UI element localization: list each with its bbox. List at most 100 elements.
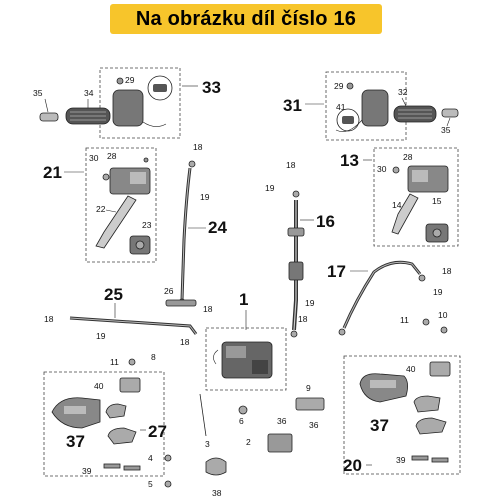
group-box-33 xyxy=(99,67,181,139)
callout-c5: 5 xyxy=(148,479,153,489)
right-switch-housing xyxy=(361,89,389,127)
callout-c26: 26 xyxy=(164,286,174,296)
callout-c28b: 28 xyxy=(403,152,413,162)
callout-c36a: 36 xyxy=(277,416,287,426)
callout-c18c: 18 xyxy=(286,160,296,170)
callout-c15: 15 xyxy=(432,196,442,206)
title-banner: Na obrázku díl číslo 16 xyxy=(110,4,382,34)
hose-24 xyxy=(180,167,192,301)
callout-c31: 31 xyxy=(283,96,302,115)
group-box-20 xyxy=(343,355,461,475)
hose-16-clamp xyxy=(287,227,305,237)
callout-c21: 21 xyxy=(43,163,62,182)
callout-c41: 41 xyxy=(336,102,346,112)
bracket-2 xyxy=(267,433,293,453)
callout-c30a: 30 xyxy=(89,153,99,163)
callout-c22: 22 xyxy=(96,204,106,214)
callout-c4: 4 xyxy=(148,453,153,463)
hose-16-junction xyxy=(288,261,304,281)
callout-c10: 10 xyxy=(438,310,448,320)
callout-c9: 9 xyxy=(306,383,311,393)
abs-unit-group: 1 11 8 xyxy=(110,290,287,391)
callout-c1: 1 xyxy=(239,290,248,309)
group-box-13 xyxy=(373,147,459,247)
brake-hose-16: 18 19 16 19 18 xyxy=(265,160,335,338)
brake-lever-right xyxy=(391,193,419,235)
bar-end-weight xyxy=(39,112,59,122)
callout-c39a: 39 xyxy=(82,466,92,476)
callout-c29a: 29 xyxy=(125,75,135,85)
callout-c19c: 19 xyxy=(305,298,315,308)
left-caliper-group: 40 37 27 39 xyxy=(43,371,167,477)
brake-pad-lower-left xyxy=(107,427,137,445)
bracket-40-right xyxy=(429,361,451,377)
left-switch-housing xyxy=(112,89,144,127)
brake-pad-upper-right xyxy=(413,395,441,413)
callout-c29b: 29 xyxy=(334,81,344,91)
callout-c18f: 18 xyxy=(44,314,54,324)
callout-c18e: 18 xyxy=(442,266,452,276)
callout-c35a: 35 xyxy=(33,88,43,98)
callout-c14: 14 xyxy=(392,200,402,210)
small-parts-bottom: 3 6 2 9 36 36 4 5 38 xyxy=(148,383,325,498)
hose-25 xyxy=(69,316,198,335)
callout-c13: 13 xyxy=(340,151,359,170)
callout-c40a: 40 xyxy=(94,381,104,391)
callout-c19e: 19 xyxy=(96,331,106,341)
group-box-27 xyxy=(43,371,165,477)
callout-c11a: 11 xyxy=(400,315,409,325)
callout-c39b: 39 xyxy=(396,455,406,465)
page-title: Na obrázku díl číslo 16 xyxy=(135,7,357,30)
callout-c28: 28 xyxy=(107,151,117,161)
callout-c40b: 40 xyxy=(406,364,416,374)
brake-hose-17: 17 18 19 11 10 xyxy=(327,260,452,336)
bar-end-weight-right xyxy=(441,108,459,118)
callout-c18g: 18 xyxy=(180,337,190,347)
brake-lever-left xyxy=(95,195,137,249)
right-caliper-group: 40 37 20 39 xyxy=(343,355,461,475)
callout-c19d: 19 xyxy=(433,287,443,297)
callout-c6: 6 xyxy=(239,416,244,426)
bracket-9 xyxy=(295,397,325,411)
callout-c38: 38 xyxy=(212,488,222,498)
callout-c33: 33 xyxy=(202,78,221,97)
callout-c34: 34 xyxy=(84,88,94,98)
callout-c23: 23 xyxy=(142,220,152,230)
callout-c27: 27 xyxy=(148,422,167,441)
left-handlebar-group: 29 35 34 33 xyxy=(33,67,221,139)
callout-c37b: 37 xyxy=(370,416,389,435)
brake-hose-25: 25 18 19 18 xyxy=(44,285,198,347)
group-box-31 xyxy=(325,71,407,141)
right-handlebar-group: 29 41 32 35 31 xyxy=(283,71,459,141)
callout-c20: 20 xyxy=(343,456,362,475)
callout-c19a: 19 xyxy=(200,192,210,202)
clamp-38 xyxy=(205,457,227,476)
callout-c8: 8 xyxy=(151,352,156,362)
brake-hose-24: 18 19 24 26 18 xyxy=(164,142,227,314)
brake-pad-lower-right xyxy=(415,417,447,435)
callout-c2: 2 xyxy=(246,437,251,447)
callout-c32: 32 xyxy=(398,87,408,97)
washer-6 xyxy=(238,405,248,415)
callout-c35b: 35 xyxy=(441,125,451,135)
brake-pad-upper-left xyxy=(105,403,127,419)
callout-c18a: 18 xyxy=(193,142,203,152)
callout-c37a: 37 xyxy=(66,432,85,451)
callout-c24: 24 xyxy=(208,218,227,237)
callout-c30b: 30 xyxy=(377,164,387,174)
callout-c17: 17 xyxy=(327,262,346,281)
callout-c25: 25 xyxy=(104,285,123,304)
callout-c11b: 11 xyxy=(110,357,119,367)
right-master-cylinder-group: 30 28 14 15 13 xyxy=(340,147,459,247)
callout-c18b: 18 xyxy=(203,304,213,314)
highlighted-callout-16: 16 xyxy=(316,212,335,231)
bracket-40-left xyxy=(119,377,141,393)
hose-fitting-26 xyxy=(165,299,197,307)
callout-c19b: 19 xyxy=(265,183,275,193)
group-box-21 xyxy=(85,147,157,263)
screw-29 xyxy=(116,77,124,85)
switch-cable xyxy=(142,121,167,127)
callout-c18d: 18 xyxy=(298,314,308,324)
